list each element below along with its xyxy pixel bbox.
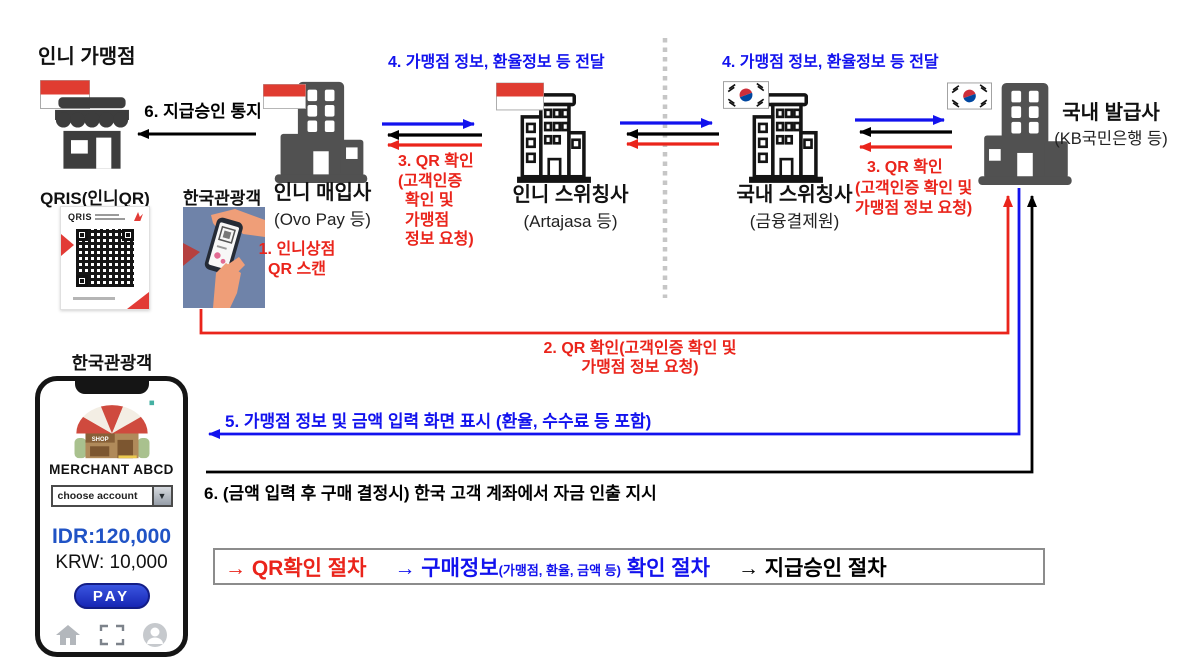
issuer-sublabel: (KB국민은행 등) [1054, 130, 1168, 148]
step5-text: 5. 가맹점 정보 및 금액 입력 화면 표시 (환율, 수수료 등 포함) [225, 412, 652, 431]
profile-icon[interactable] [142, 622, 168, 648]
issuer-label: 국내 발급사 [1062, 102, 1160, 124]
store-icon [55, 97, 129, 169]
legend-purchase: → 구매정보(가맹점, 환율, 금액 등) 확인 절차 [394, 552, 709, 582]
legend-purchase-prefix: → 구매정보 [394, 556, 499, 580]
legend-purchase-small: (가맹점, 환율, 금액 등) [498, 562, 621, 578]
korea-flag-icon [947, 82, 992, 110]
qris-brand-text: QRIS [68, 212, 93, 222]
acquirer-label: 인니 매입사 [273, 182, 372, 204]
amount-krw: KRW: 10,000 [55, 552, 168, 573]
dropdown-arrow-icon[interactable]: ▼ [151, 487, 171, 505]
step3-left-text: 3. QR 확인 (고객인증 확인 및 가맹점 정보 요청) [398, 152, 508, 250]
id-switch-label: 인니 스위칭사 [512, 184, 629, 206]
phone-mockup: SHOP MERCHANT ABCD choose account ▼ IDR:… [35, 376, 188, 657]
kr-switch-building-icon [749, 93, 823, 183]
amount-idr: IDR:120,000 [51, 525, 172, 548]
legend-qr-check: → QR확인 절차 [225, 556, 367, 580]
tourist-scanning-illustration [183, 207, 265, 308]
step4-left-text: 4. 가맹점 정보, 환율정보 등 전달 [388, 54, 605, 71]
step2-text: 2. QR 확인(고객인증 확인 및 가맹점 정보 요청) [470, 340, 810, 377]
step3-right-line2: (고객인증 확인 및 [855, 179, 973, 197]
tourist-scan-label: 한국관광객 [182, 189, 262, 208]
step6-withdraw-path [206, 195, 1037, 474]
indonesia-flag-icon [496, 82, 544, 111]
issuer-node-label: 국내 발급사 (KB국민은행 등) [1026, 102, 1196, 149]
step2-line2: 가맹점 정보 요청) [581, 358, 699, 376]
legend-approval: → 지급승인 절차 [737, 556, 887, 580]
qris-header-bar [95, 214, 119, 216]
shop-illustration: SHOP [74, 400, 154, 459]
card-left-triangle [61, 234, 74, 256]
acquirer-node-label: 인니 매입사 (Ovo Pay 등) [255, 182, 390, 230]
qr-code [76, 229, 134, 287]
step3-right-text: 3. QR 확인 (고객인증 확인 및 가맹점 정보 요청) [855, 158, 1045, 220]
step1-line1: 1. 인니상점 [258, 241, 336, 258]
issuer-building-icon [978, 82, 1072, 186]
acquirer-sublabel: (Ovo Pay 등) [274, 210, 371, 229]
qris-bird-logo-icon [134, 212, 143, 221]
step6-notify-text: 6. 지급승인 통지 [144, 102, 262, 121]
indonesia-flag-icon [263, 84, 306, 109]
step4-right-text: 4. 가맹점 정보, 환율정보 등 전달 [722, 54, 939, 71]
step3-right-line1: 3. QR 확인 [867, 159, 943, 176]
home-icon[interactable] [55, 623, 81, 647]
scan-icon[interactable] [99, 623, 125, 647]
step3-right-line3: 가맹점 정보 요청) [855, 200, 973, 217]
step5-info-display-path [208, 188, 1021, 439]
pay-button[interactable]: PAY [73, 583, 150, 609]
card-corner-triangle [127, 292, 149, 309]
acquirer-building-icon [274, 81, 368, 184]
step6-withdraw-text: 6. (금액 입력 후 구매 결정시) 한국 고객 계좌에서 자금 인출 지시 [204, 484, 657, 503]
account-select[interactable]: choose account ▼ [50, 485, 173, 507]
account-select-value: choose account [57, 490, 138, 502]
step3-left-line1: 3. QR 확인 [398, 153, 474, 170]
card-caption-bar [73, 297, 115, 300]
phone-nav-bar [40, 622, 183, 648]
korea-flag-icon [723, 81, 769, 109]
merchant-store-label: 인니 가맹점 [38, 46, 136, 68]
phone-notch [74, 381, 149, 394]
id-switch-building-icon [517, 93, 591, 183]
step3-left-line3: 확인 및 [405, 192, 454, 209]
kr-switch-label: 국내 스위칭사 [736, 184, 853, 206]
tourist-phone-label: 한국관광객 [71, 353, 153, 373]
legend-box: → QR확인 절차 → 구매정보(가맹점, 환율, 금액 등) 확인 절차 → … [213, 548, 1045, 585]
qris-label: QRIS(인니QR) [40, 189, 150, 208]
step1-line2: QR 스캔 [268, 260, 326, 278]
step3-left-line2: (고객인증 [398, 172, 463, 190]
step3-left-line5: 정보 요청) [405, 231, 474, 248]
step1-text: 1. 인니상점 QR 스캔 [238, 240, 356, 279]
shop-sign-text: SHOP [91, 437, 108, 443]
qris-header-bar2 [95, 218, 125, 220]
merchant-name: MERCHANT ABCD [49, 462, 174, 477]
id-switch-sublabel: (Artajasa 등) [523, 212, 618, 231]
kr-switch-node-label: 국내 스위칭사 (금융결제원) [712, 184, 877, 232]
step3-left-line4: 가맹점 [405, 211, 450, 229]
step2-qr-check-path [199, 195, 1013, 335]
kr-switch-sublabel: (금융결제원) [749, 212, 840, 231]
qris-card: QRIS [60, 206, 150, 310]
step2-line1: 2. QR 확인(고객인증 확인 및 [543, 340, 737, 357]
id-switch-node-label: 인니 스위칭사 (Artajasa 등) [488, 184, 653, 232]
legend-purchase-suffix: 확인 절차 [620, 556, 710, 580]
